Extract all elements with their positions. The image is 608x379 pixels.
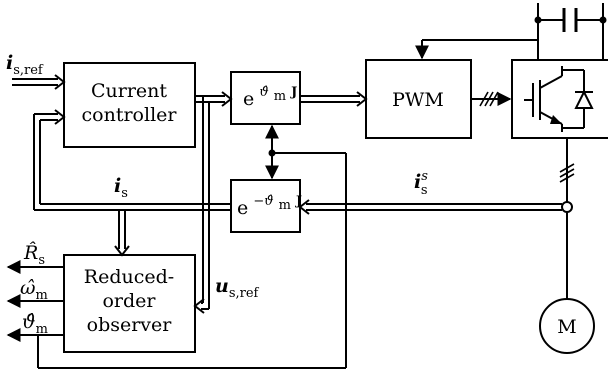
svg-text:e ϑ̂ m J: e ϑ̂ m J <box>243 81 297 110</box>
label-r-s-hat: R̂s <box>23 242 45 268</box>
pwm-block: PWM <box>365 59 472 139</box>
label-theta-m-hat: ϑ̂m <box>22 311 48 337</box>
angle-junction <box>268 149 276 157</box>
rotation-inverse-exp-sub: m <box>279 198 291 213</box>
rotation-inverse-block: e −ϑ̂ m J <box>230 179 302 233</box>
rotation-forward-exp-sub: m <box>274 89 286 104</box>
dc-link <box>415 3 607 60</box>
pwm-to-inverter <box>471 91 512 107</box>
observer-line3: observer <box>87 314 173 336</box>
svg-text:e −ϑ̂ m J: e −ϑ̂ m J <box>237 190 302 219</box>
rotation-inverse-exponent: −ϑ̂ <box>253 194 273 209</box>
observer-line2: order <box>102 290 156 312</box>
label-i-s-ref: is,ref <box>6 52 44 78</box>
inverter-to-motor <box>559 138 575 299</box>
label-i-s: is <box>114 175 128 201</box>
inverter-block <box>511 59 608 139</box>
current-controller-block: Current controller <box>63 62 196 148</box>
rotation-forward-exp-tail: J <box>290 85 297 100</box>
motor-label: M <box>557 316 576 338</box>
label-u-s-ref: us,ref <box>215 275 260 301</box>
observer-block: Reduced- order observer <box>63 254 196 353</box>
rotation-inverse-exp-tail: J <box>295 194 302 209</box>
pwm-label: PWM <box>392 89 444 111</box>
rotation-forward-base: e <box>243 88 254 110</box>
rotation-forward-exponent: ϑ̂ <box>259 85 268 100</box>
motor-symbol: M <box>539 298 595 354</box>
rotation-forward-block: e ϑ̂ m J <box>230 71 301 125</box>
vector-signals <box>12 74 562 314</box>
scalar-signals <box>6 124 347 369</box>
current-controller-line2: controller <box>82 104 178 126</box>
rotation-inverse-base: e <box>237 197 248 219</box>
current-controller-line1: Current <box>91 80 167 102</box>
label-omega-m-hat: ω̂m <box>20 277 48 303</box>
observer-line1: Reduced- <box>84 266 174 288</box>
